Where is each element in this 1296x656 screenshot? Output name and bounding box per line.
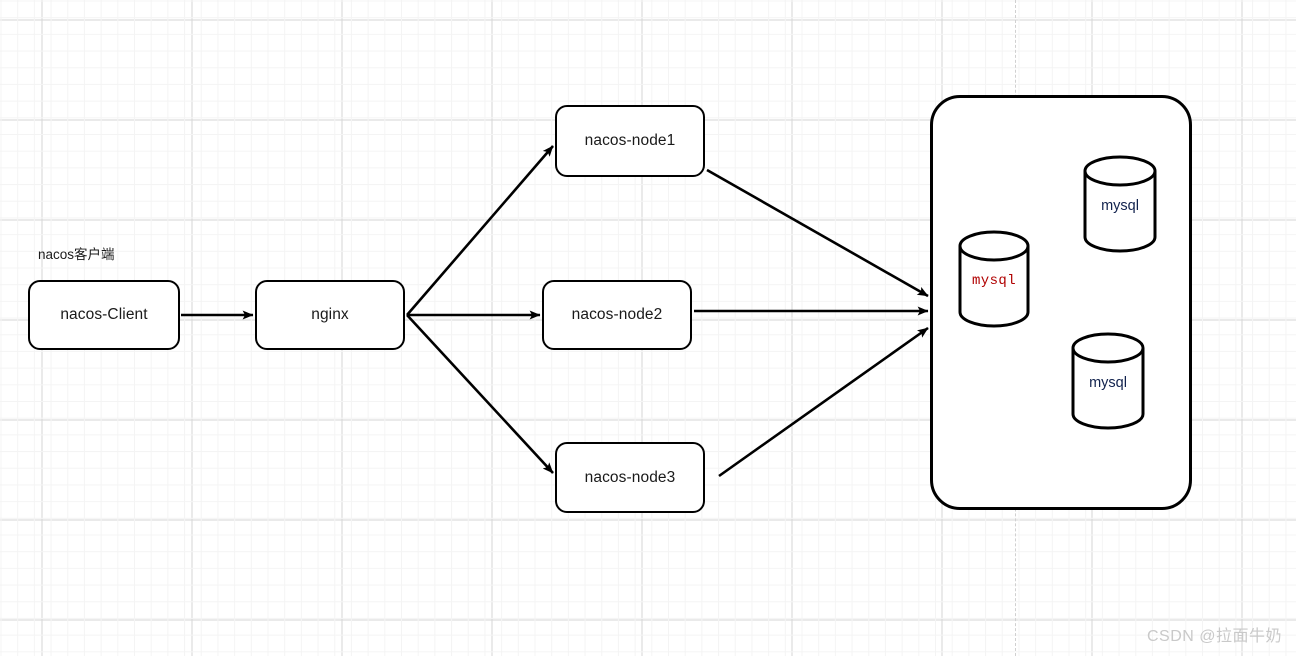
cylinder-mysql-top-right[interactable]: mysql — [1083, 155, 1157, 253]
node-label: nacos-node1 — [584, 132, 676, 149]
node-label: nacos-Client — [60, 306, 148, 323]
database-cluster-container[interactable]: mysql mysql mysql — [930, 95, 1192, 510]
csdn-watermark: CSDN @拉面牛奶 — [1146, 628, 1282, 645]
node-label: nacos-node3 — [584, 468, 676, 486]
node-nacos-node3[interactable]: nacos-node3 — [555, 442, 705, 513]
node-nginx[interactable]: nginx — [255, 280, 405, 350]
edge-nginx-to-node3 — [406, 314, 554, 474]
node-nacos-node1[interactable]: nacos-node1 — [555, 105, 705, 177]
cylinder-mysql-left[interactable]: mysql — [958, 230, 1030, 328]
database-cylinder-icon — [1071, 332, 1145, 430]
edge-nginx-to-node1 — [406, 145, 554, 316]
client-group-label: nacos客户端 — [38, 247, 115, 262]
node-label: nacos-node2 — [571, 306, 663, 323]
edge-node3-to-db — [718, 326, 929, 478]
node-nacos-node2[interactable]: nacos-node2 — [542, 280, 692, 350]
node-label: nginx — [311, 306, 349, 323]
edge-node1-to-db — [706, 168, 929, 298]
database-cylinder-icon — [958, 230, 1030, 328]
database-cylinder-icon — [1083, 155, 1157, 253]
cylinder-mysql-bottom-right[interactable]: mysql — [1071, 332, 1145, 430]
node-nacos-client[interactable]: nacos-Client — [28, 280, 180, 350]
